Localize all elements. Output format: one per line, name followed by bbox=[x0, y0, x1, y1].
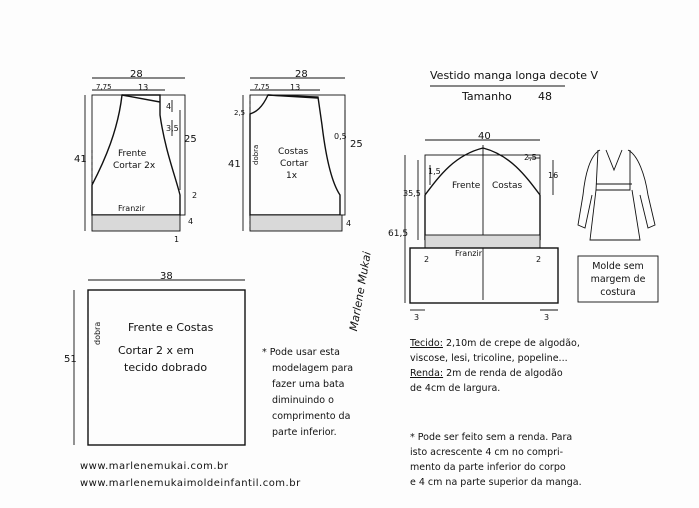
front-v35-dim: 3,5 bbox=[166, 124, 179, 133]
front-height41-dim: 41 bbox=[74, 154, 87, 165]
sleeve-v615-dim: 61,5 bbox=[388, 229, 409, 239]
front-bodice-piece bbox=[84, 77, 186, 232]
back-width-dim: 28 bbox=[295, 69, 308, 80]
back-neck-dim: 7,75 bbox=[254, 83, 270, 91]
sleeve-r3a: 3 bbox=[414, 313, 420, 322]
size-value: 48 bbox=[538, 90, 552, 103]
sleeve-front-label: Frente bbox=[452, 181, 481, 191]
back-cut-label: Cortar bbox=[280, 159, 309, 169]
skirt-fold-label: dobra bbox=[93, 321, 102, 345]
front-neck-dim: 7,75 bbox=[96, 83, 112, 91]
skirt-label: Frente e Costas bbox=[128, 321, 214, 334]
sleeve-v15-dim: 1,5 bbox=[428, 167, 441, 176]
front-v4-dim: 4 bbox=[166, 102, 172, 111]
website-2[interactable]: www.marlenemukaimoldeinfantil.com.br bbox=[80, 478, 301, 489]
blouse-note: * Pode usar esta modelagem para fazer um… bbox=[262, 347, 354, 438]
back-cut-count: 1x bbox=[286, 171, 298, 181]
sleeve-v25-dim: 2,5 bbox=[524, 153, 537, 162]
front-label: Frente bbox=[118, 149, 147, 159]
sleeve-back-label: Costas bbox=[492, 181, 523, 191]
lace-note: * Pode ser feito sem a renda. Para isto … bbox=[410, 432, 582, 488]
seam-note: Molde sem margem de costura bbox=[590, 261, 646, 298]
sleeve-r3b: 3 bbox=[544, 313, 550, 322]
seam-note-box bbox=[577, 255, 659, 303]
sleeve-piece bbox=[404, 139, 559, 311]
back-label: Costas bbox=[278, 147, 309, 157]
sleeve-r2a: 2 bbox=[424, 255, 430, 264]
skirt-cut-label: Cortar 2 x em bbox=[118, 344, 194, 357]
back-fold-label: dobra bbox=[252, 144, 260, 165]
back-r4: 4 bbox=[346, 219, 352, 228]
skirt-fold-instruction: tecido dobrado bbox=[124, 361, 208, 374]
back-height41-dim: 41 bbox=[228, 159, 241, 170]
front-shoulder-dim: 13 bbox=[138, 83, 149, 92]
front-cut-label: Cortar 2x bbox=[113, 161, 156, 171]
skirt-width-dim: 38 bbox=[160, 271, 173, 282]
front-width-dim: 28 bbox=[130, 69, 143, 80]
front-r4: 4 bbox=[188, 217, 194, 226]
back-v05-dim: 0,5 bbox=[334, 132, 347, 141]
materials-block: Tecido: 2,10m de crepe de algodão, visco… bbox=[410, 338, 580, 394]
pattern-title: Vestido manga longa decote V bbox=[430, 69, 599, 82]
front-r2: 2 bbox=[192, 191, 198, 200]
sleeve-width-dim: 40 bbox=[478, 131, 491, 142]
size-label: Tamanho bbox=[462, 90, 512, 103]
front-gather-label: Franzir bbox=[118, 204, 145, 213]
sleeve-v16-dim: 16 bbox=[548, 171, 559, 180]
front-r1: 1 bbox=[174, 235, 180, 244]
sleeve-r2b: 2 bbox=[536, 255, 542, 264]
skirt-piece bbox=[73, 279, 246, 446]
back-shoulder-dim: 13 bbox=[290, 83, 301, 92]
sleeve-v355-dim: 35,5 bbox=[403, 189, 421, 198]
skirt-height-dim: 51 bbox=[64, 354, 77, 365]
back-height25-dim: 25 bbox=[350, 139, 363, 150]
back-v25-dim: 2,5 bbox=[234, 109, 246, 117]
front-height25-dim: 25 bbox=[184, 134, 197, 145]
website-1[interactable]: www.marlenemukai.com.br bbox=[80, 461, 229, 472]
sleeve-gather-label: Franzir bbox=[455, 249, 482, 258]
back-bodice-piece bbox=[242, 77, 346, 232]
dress-sketch bbox=[577, 149, 656, 241]
